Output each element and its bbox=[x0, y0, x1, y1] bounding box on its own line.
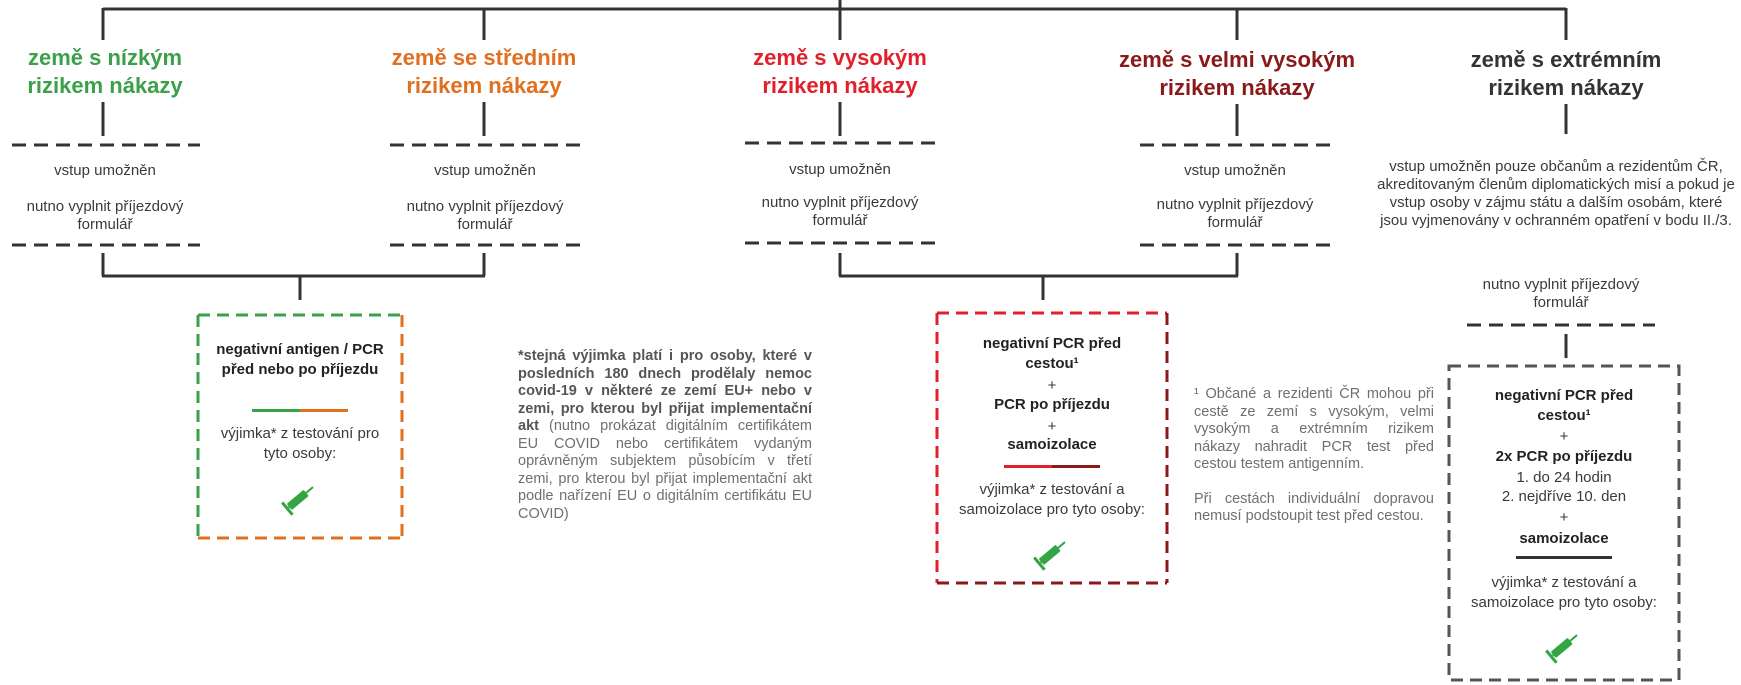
category-title-medium: země se středním rizikem nákazy bbox=[391, 45, 577, 98]
box-high-plus-2: + bbox=[1047, 418, 1057, 435]
entry-text-medium: vstup umožněn bbox=[434, 162, 536, 179]
category-title-extreme: země s extrémním rizikem nákazy bbox=[1470, 47, 1662, 100]
entry-text-low: vstup umožněn bbox=[54, 162, 156, 179]
divider-orange bbox=[300, 409, 348, 412]
syringe-icon bbox=[281, 486, 314, 516]
form-text-extreme: nutno vyplnit příjezdový formulář bbox=[1482, 276, 1640, 311]
box-high-plus-1: + bbox=[1047, 377, 1057, 394]
divider-green bbox=[252, 409, 300, 412]
form-text-very-high: nutno vyplnit příjezdový formulář bbox=[1156, 196, 1314, 231]
note-one-p2: Při cestách individuální dopravou nemusí… bbox=[1194, 490, 1434, 525]
divider-dark-red bbox=[1052, 465, 1100, 468]
form-text-high: nutno vyplnit příjezdový formulář bbox=[761, 194, 919, 229]
box-extreme-exception: výjimka* z testování a samoizolace pro t… bbox=[1471, 574, 1657, 611]
box-extreme-pcr-before: negativní PCR před cestou¹ bbox=[1494, 387, 1634, 424]
category-title-very-high: země s velmi vysokým rizikem nákazy bbox=[1118, 47, 1356, 100]
divider-red bbox=[1004, 465, 1052, 468]
box-extreme-pcr-after: 2x PCR po příjezdu bbox=[1495, 448, 1633, 465]
category-title-high: země s vysokým rizikem nákazy bbox=[753, 45, 927, 98]
category-title-low: země s nízkým rizikem nákazy bbox=[27, 45, 183, 98]
box-low-test: negativní antigen / PCR před nebo po pří… bbox=[216, 341, 384, 378]
box-high-pcr-before: negativní PCR před cestou¹ bbox=[982, 335, 1122, 372]
box-extreme-plus-2: + bbox=[1559, 509, 1569, 526]
box-extreme-step-1: 1. do 24 hodin bbox=[1516, 469, 1612, 486]
divider-extreme bbox=[1516, 556, 1612, 559]
form-text-low: nutno vyplnit příjezdový formulář bbox=[26, 198, 184, 233]
entry-text-very-high: vstup umožněn bbox=[1184, 162, 1286, 179]
note-star-normal: (nutno prokázat digitálním certifikátem … bbox=[518, 418, 812, 522]
box-extreme-plus-1: + bbox=[1559, 428, 1569, 445]
syringe-icon bbox=[1545, 634, 1578, 664]
note-star-bold: *stejná výjimka platí i pro osoby, které… bbox=[518, 348, 812, 434]
form-text-medium: nutno vyplnit příjezdový formulář bbox=[406, 198, 564, 233]
note-one: ¹ Občané a rezidenti ČR mohou při cestě … bbox=[1194, 386, 1434, 526]
entry-text-extreme: vstup umožněn pouze občanům a rezidentům… bbox=[1377, 158, 1735, 229]
box-extreme-step-2: 2. nejdříve 10. den bbox=[1501, 488, 1627, 505]
note-one-p1: ¹ Občané a rezidenti ČR mohou při cestě … bbox=[1194, 386, 1434, 472]
syringe-icon bbox=[1033, 541, 1066, 571]
box-high-exception: výjimka* z testování a samoizolace pro t… bbox=[959, 481, 1145, 518]
note-star: *stejná výjimka platí i pro osoby, které… bbox=[518, 348, 812, 523]
box-high-isolation: samoizolace bbox=[1007, 436, 1097, 453]
box-low-exception: výjimka* z testování pro tyto osoby: bbox=[220, 425, 380, 462]
entry-text-high: vstup umožněn bbox=[789, 161, 891, 178]
box-extreme-isolation: samoizolace bbox=[1519, 530, 1609, 547]
box-high-pcr-after: PCR po příjezdu bbox=[994, 396, 1110, 413]
